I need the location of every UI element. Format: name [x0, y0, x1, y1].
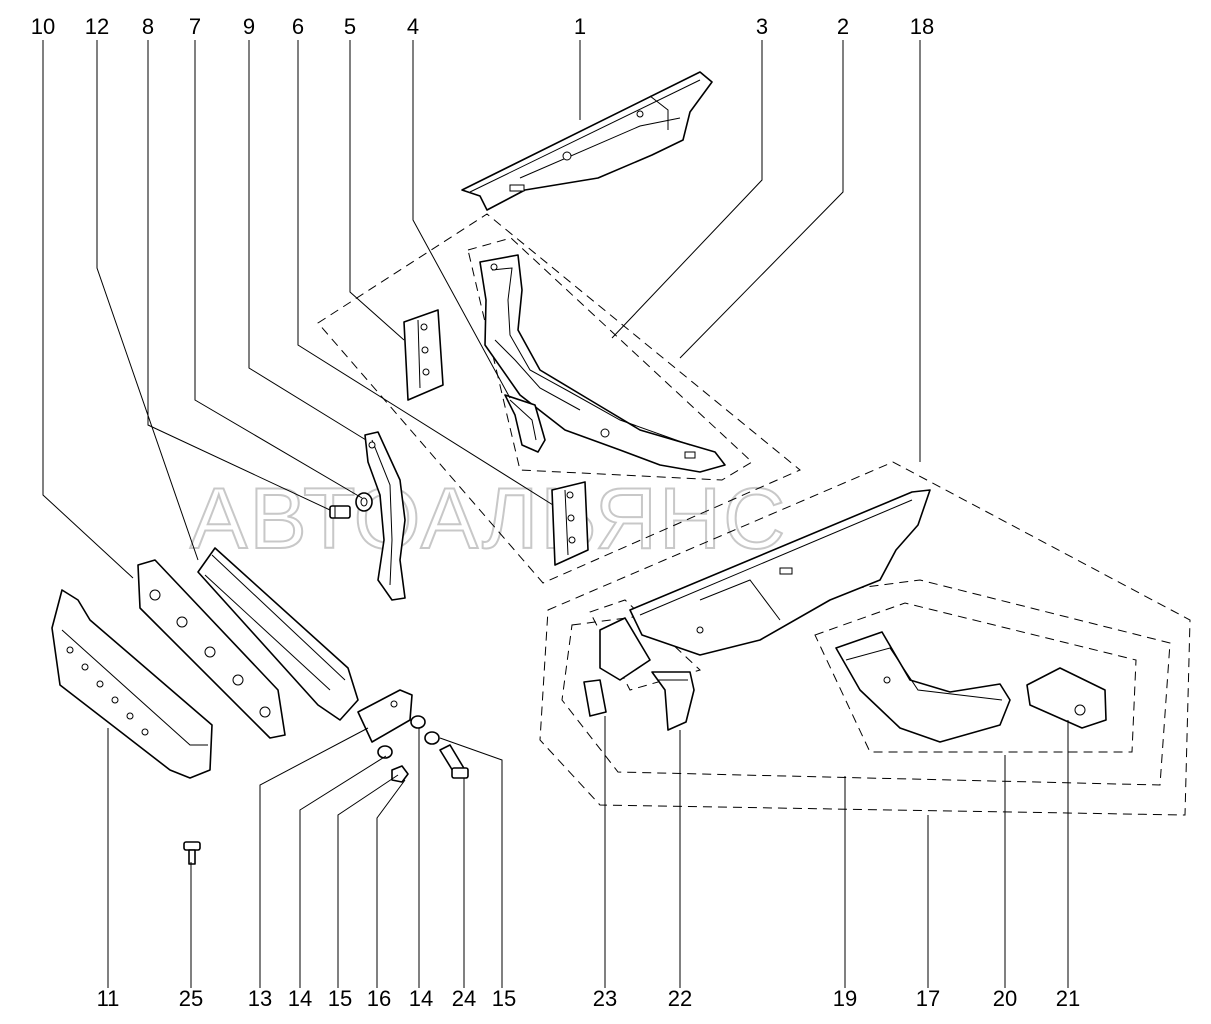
part-10-strip	[137, 559, 286, 739]
part-7-washer	[355, 492, 373, 512]
callout-1: 1	[574, 14, 586, 39]
outline-group-19	[561, 579, 1171, 786]
callout-8: 8	[142, 14, 154, 39]
part-25-stud	[183, 841, 201, 865]
part-21-bracket	[1026, 667, 1107, 729]
part-23-plate	[583, 679, 607, 717]
outline-group-2	[317, 213, 801, 584]
callout-14-right: 14	[409, 986, 433, 1011]
callout-7: 7	[189, 14, 201, 39]
callout-13: 13	[248, 986, 272, 1011]
callout-25: 25	[179, 986, 203, 1011]
part-8-bolt	[329, 505, 351, 519]
callout-14-left: 14	[288, 986, 312, 1011]
part-12-reinforcement	[197, 547, 359, 721]
callout-18: 18	[910, 14, 934, 39]
callout-19: 19	[833, 986, 857, 1011]
callout-6: 6	[292, 14, 304, 39]
part-5-plate	[403, 309, 444, 401]
callout-12: 12	[85, 14, 109, 39]
callouts-bottom: 11 25 13 14 15 16 14 24 15 23 22 19 17 2…	[97, 986, 1081, 1011]
callout-5: 5	[344, 14, 356, 39]
callout-3: 3	[756, 14, 768, 39]
callout-23: 23	[593, 986, 617, 1011]
part-24-bolt	[439, 744, 469, 779]
callout-16: 16	[367, 986, 391, 1011]
part-11-crossbeam	[51, 589, 213, 779]
part-20-rail	[835, 631, 1011, 743]
callout-11: 11	[97, 986, 120, 1011]
leader-lines	[42, 40, 1069, 988]
callout-2: 2	[837, 14, 849, 39]
outline-group-18	[539, 461, 1191, 816]
callout-10: 10	[31, 14, 55, 39]
part-6-plate	[551, 481, 589, 566]
callout-15-right: 15	[492, 986, 516, 1011]
part-4-bracket	[504, 394, 546, 453]
callout-4: 4	[407, 14, 419, 39]
callout-17: 17	[916, 986, 940, 1011]
outline-group-3	[467, 237, 753, 481]
part-3-side-member	[479, 254, 726, 473]
callout-21: 21	[1056, 986, 1080, 1011]
fasteners	[377, 715, 440, 783]
callout-15-left: 15	[328, 986, 352, 1011]
callout-9: 9	[243, 14, 255, 39]
watermark-text: АВТОАЛЬЯНС	[190, 471, 787, 567]
part-13-bracket	[357, 689, 413, 743]
part-22-bracket	[651, 671, 695, 731]
callouts-top: 10 12 8 7 9 6 5 4 1 3 2 18	[31, 14, 934, 39]
group-outlines	[317, 213, 1191, 816]
part-18-side-member	[629, 489, 931, 656]
part-9-bracket	[364, 431, 406, 601]
part-subgroup-bracket	[599, 617, 651, 681]
outline-group-20	[814, 602, 1137, 753]
callout-22: 22	[668, 986, 692, 1011]
callout-20: 20	[993, 986, 1017, 1011]
callout-24: 24	[452, 986, 476, 1011]
part-1-upper-rail	[461, 71, 713, 211]
